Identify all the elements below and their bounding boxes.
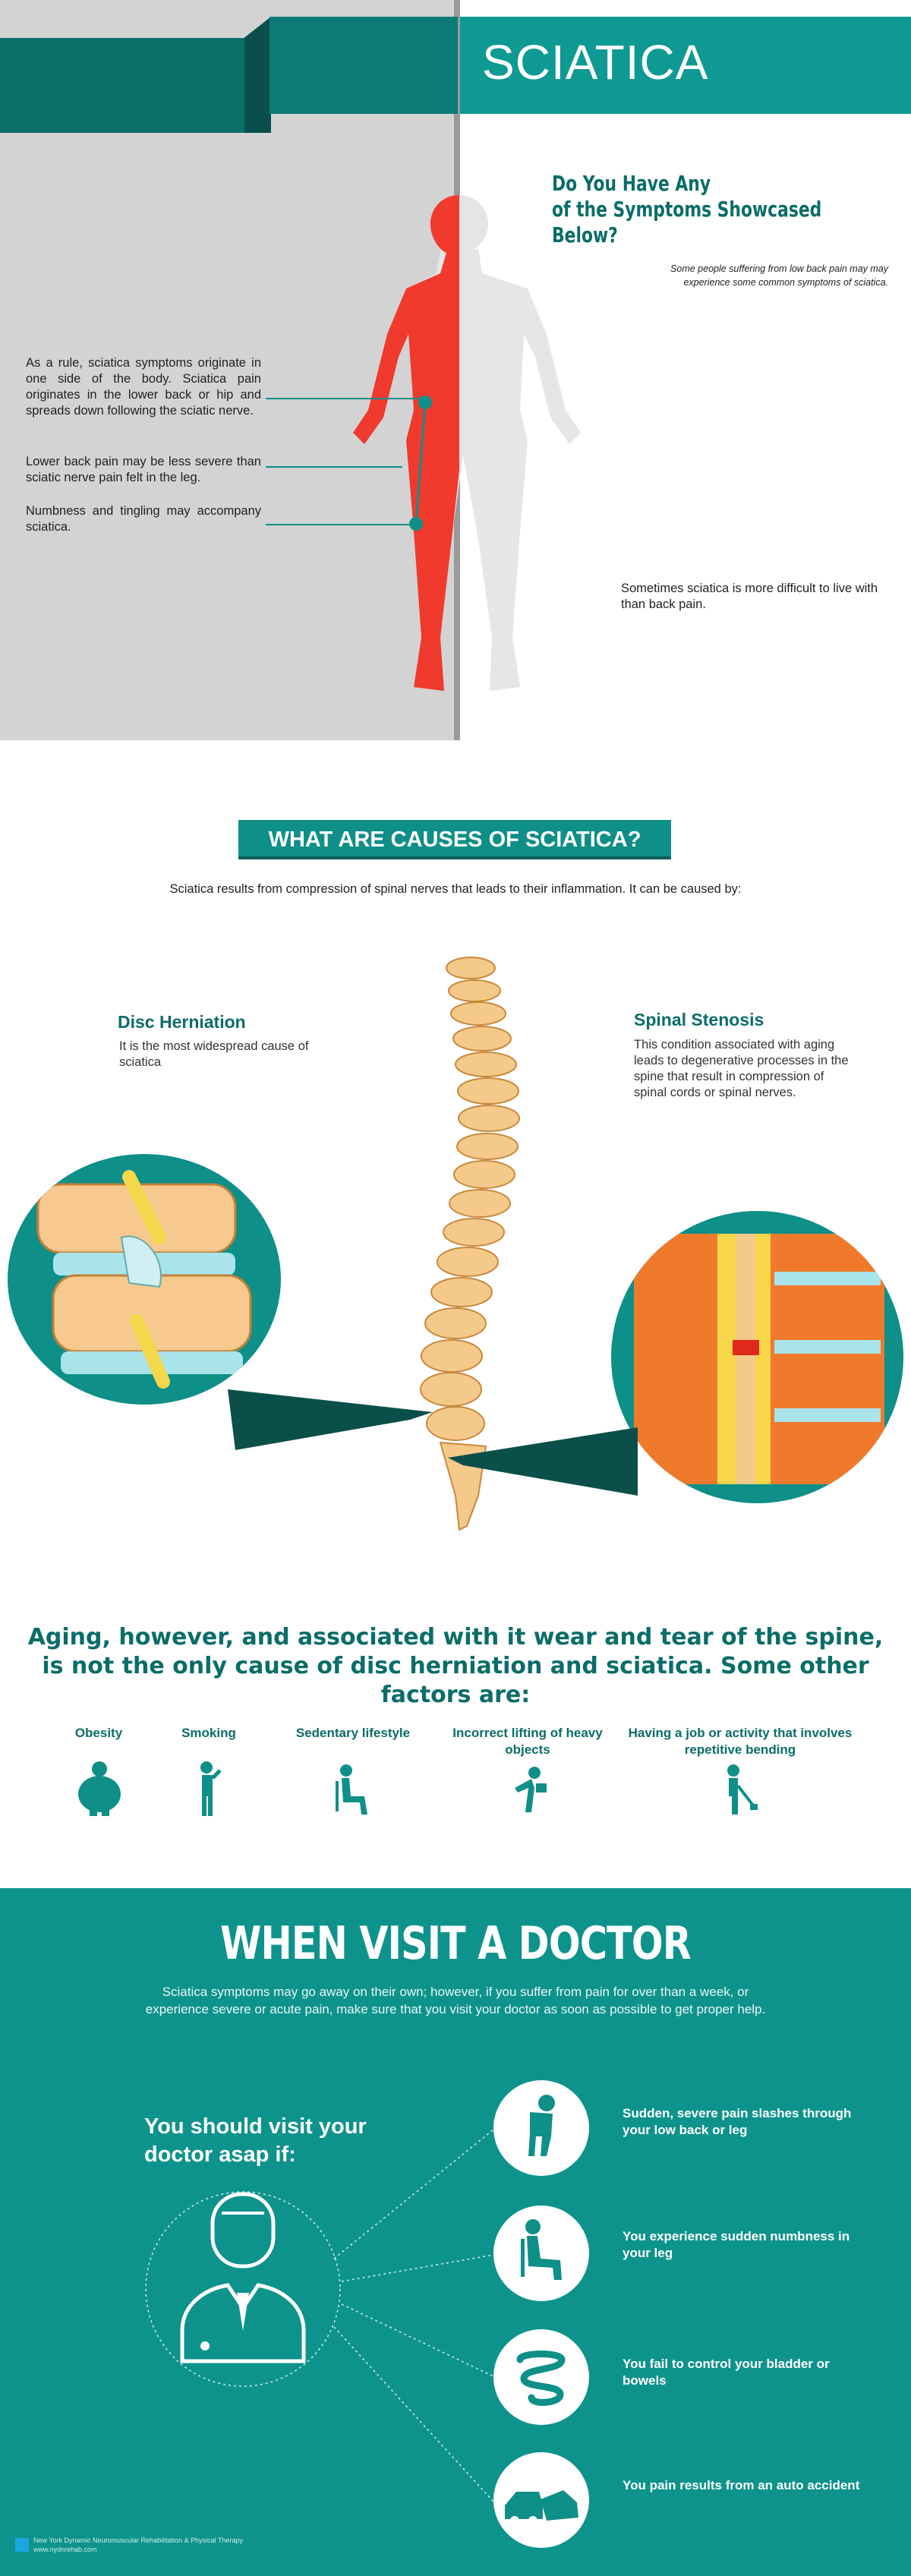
symptoms-subtext: Some people suffering from low back pain… [670, 263, 888, 288]
spine-illustration [420, 957, 520, 1531]
spinal-stenosis-desc: This condition associated with aging lea… [634, 1038, 849, 1099]
symptoms-heading-line: of the Symptoms Showcased Below? [552, 197, 822, 248]
body-figure-illustration [353, 195, 581, 691]
factors-heading-line: is not the only cause of disc herniation… [42, 1653, 869, 1708]
bending-person-icon [727, 1764, 758, 1815]
reason-text: You pain results from an auto accident [623, 2478, 860, 2492]
side-note: Sometimes sciatica is more difficult to … [621, 582, 878, 611]
doctor-intro: Sciatica symptoms may go away on their o… [145, 1985, 766, 2016]
factors-heading: Aging, however, and associated with it w… [0, 1623, 911, 1710]
connector-lines [145, 2129, 494, 2502]
factor-label: Smoking [181, 1726, 236, 1740]
disc-herniation-desc: It is the most widespread cause of sciat… [119, 1039, 309, 1069]
reason-circle [493, 2452, 589, 2548]
symptom-text: As a rule, sciatica symptoms originate i… [26, 356, 261, 418]
causes-intro: Sciatica results from compression of spi… [169, 882, 742, 896]
symptom-text: Lower back pain may be less severe than … [26, 455, 261, 484]
disc-herniation-closeup [8, 1154, 281, 1405]
disc-herniation-title: Disc Herniation [118, 1012, 246, 1032]
symptom-text: Numbness and tingling may accompany scia… [26, 504, 261, 534]
doctor-title: WHEN VISIT A DOCTOR [220, 1917, 692, 1970]
factor-label: Having a job or activity that involves r… [628, 1726, 853, 1757]
sitting-person-icon [336, 1764, 367, 1815]
reason-text: You fail to control your bladder or bowe… [623, 2357, 830, 2388]
reason-circle [493, 2206, 589, 2301]
clinic-logo [15, 2538, 29, 2552]
reason-circle [493, 2080, 589, 2176]
footer-url[interactable]: www.nydnrehab.com [33, 2546, 97, 2553]
back-pain-person-icon [528, 2095, 555, 2156]
header-band [0, 38, 247, 133]
car-accident-icon [505, 2490, 578, 2525]
symptoms-section: SCIATICA Do You Have Any of the Symptoms… [0, 0, 911, 740]
spinal-stenosis-title: Spinal Stenosis [634, 1010, 764, 1029]
smoking-person-icon [200, 1761, 222, 1816]
header-band [460, 17, 911, 114]
factors-heading-line: Aging, however, and associated with it w… [27, 1624, 884, 1651]
reason-text: You experience sudden numbness in your l… [623, 2229, 850, 2260]
footer: New York Dynamic Neuromuscular Rehabilit… [33, 2536, 243, 2554]
symptom-connector [266, 524, 410, 525]
bowel-icon [516, 2351, 566, 2406]
symptoms-heading-line: Do You Have Any [552, 171, 711, 196]
causes-banner: WHAT ARE CAUSES OF SCIATICA? [238, 820, 671, 859]
doctor-section [0, 1888, 911, 2576]
factor-label: Obesity [74, 1726, 123, 1740]
symptoms-heading: Do You Have Any of the Symptoms Showcase… [552, 171, 824, 248]
factor-label: Incorrect lifting of heavy objects [452, 1726, 603, 1757]
pointer-wedge [448, 1427, 638, 1496]
spinal-stenosis-closeup [611, 1211, 903, 1503]
lifting-person-icon [515, 1767, 547, 1812]
symptom-connector [266, 466, 402, 468]
symptom-connector [266, 398, 425, 399]
numb-leg-person-icon [521, 2219, 562, 2280]
footer-org: New York Dynamic Neuromuscular Rehabilit… [33, 2537, 243, 2544]
reason-text: Sudden, severe pain slashes through your… [623, 2106, 852, 2137]
header-band-fold [244, 17, 271, 133]
factor-label: Sedentary lifestyle [295, 1726, 411, 1740]
doctor-icon [180, 2192, 306, 2363]
obese-person-icon [78, 1761, 121, 1816]
visit-heading: You should visit your doctor asap if: [144, 2114, 367, 2167]
pointer-wedge [228, 1389, 433, 1450]
reason-circle [493, 2329, 589, 2425]
page-title: SCIATICA [482, 35, 709, 90]
header-band [270, 17, 458, 114]
